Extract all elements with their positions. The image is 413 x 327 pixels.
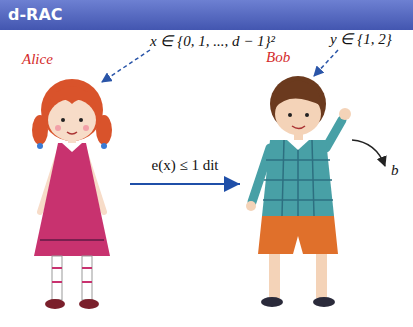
person-name: Bob	[266, 49, 290, 66]
edge-label: e(x) ≤ 1 dit	[150, 157, 221, 174]
slide-title: d-RAC	[0, 0, 413, 30]
person-name: Alice	[22, 51, 53, 68]
bob-figure	[246, 76, 351, 307]
leader-arrow	[314, 50, 338, 76]
title-bar: d-RAC	[0, 0, 413, 30]
person-node: Alice	[10, 46, 130, 322]
math-label: y ∈ {1, 2}	[330, 30, 392, 48]
person-node: Bob	[240, 44, 365, 322]
leader-arrow	[102, 50, 150, 82]
math-label: x ∈ {0, 1, ..., d − 1}²	[150, 32, 275, 50]
math-label: b	[391, 162, 399, 179]
alice-figure	[32, 79, 112, 309]
output-arrow	[352, 140, 385, 166]
message-arrow	[130, 183, 240, 185]
